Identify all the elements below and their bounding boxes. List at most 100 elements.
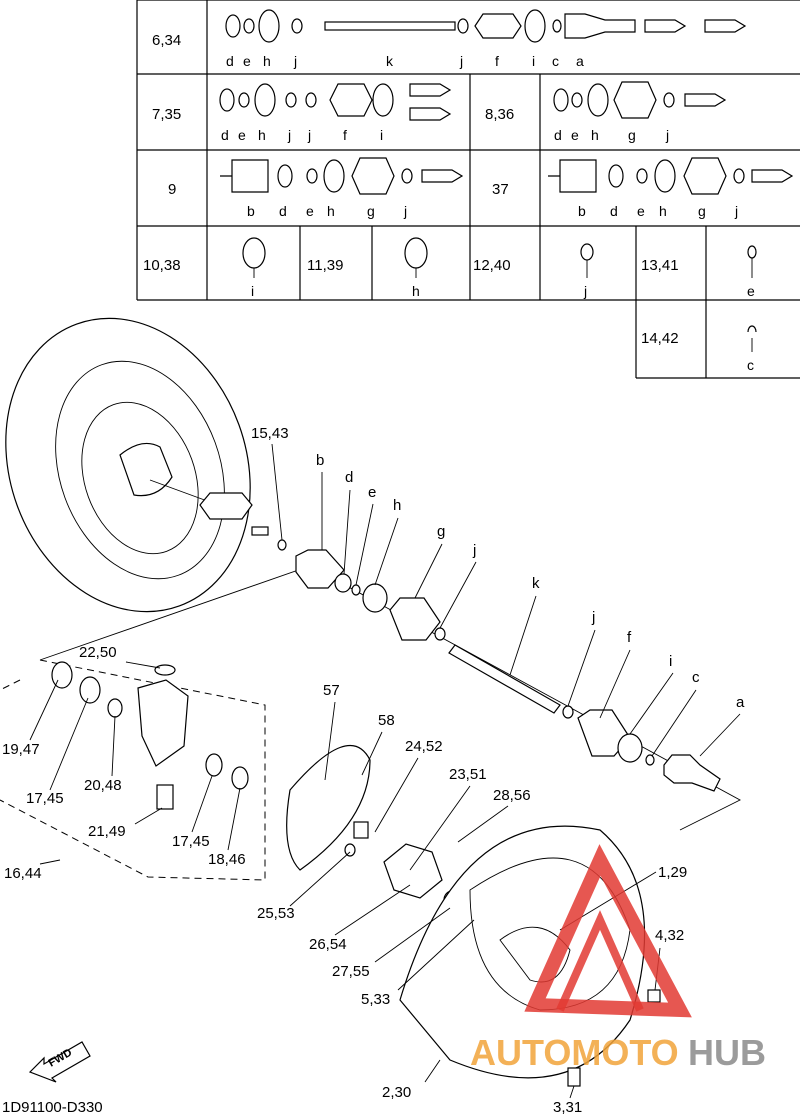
front-wheel-upper [5,317,269,613]
row-9-parts [220,157,464,195]
callout-h: h [393,497,401,514]
hub-callouts: 22,50 57 58 24,52 23,51 28,56 1,29 19,47… [2,644,687,1115]
row-7-35-letter: d [221,127,229,143]
callout-20-48: 20,48 [84,777,122,794]
callout-23-51: 23,51 [449,766,487,783]
row-13-41-letter: e [747,283,755,299]
set-label-14-42: 14,42 [641,330,679,347]
hub-brake-assembly [0,659,487,922]
row-37-letter: j [734,203,738,219]
row-11-39-letter: h [412,283,420,299]
callout-21-49: 21,49 [88,823,126,840]
set-label-7-35: 7,35 [152,106,181,123]
row-6-34-letter: i [532,53,535,69]
row-7-35-letter: e [238,127,246,143]
set-label-10-38: 10,38 [143,257,181,274]
row-6-34-parts [225,9,747,43]
row-9-letter: h [327,203,335,219]
row-8-36-letter: g [628,127,636,143]
row-6-34-letter: c [552,53,559,69]
callout-5-33: 5,33 [361,991,390,1008]
set-table: 6,34 7,35 8,36 9 37 10,38 11,39 12,40 13… [136,0,800,379]
row-6-34-letter: e [243,53,251,69]
diagram-code: 1D91100-D330 [2,1099,103,1115]
row-8-36-letter: j [665,127,669,143]
row-37-letter: e [637,203,645,219]
callout-a: a [736,694,745,711]
callout-k: k [532,575,540,592]
row-9-letter: d [279,203,287,219]
row-37-parts [548,157,794,195]
row-37-letter: b [578,203,586,219]
row-37-letter: d [610,203,618,219]
row-7-35-letter: h [258,127,266,143]
callout-f: f [627,629,632,646]
callout-28-56: 28,56 [493,787,531,804]
callout-b: b [316,452,324,469]
row-7-35-parts [219,83,452,121]
callout-e: e [368,484,376,501]
callout-1-29: 1,29 [658,864,687,881]
set-label-6-34: 6,34 [152,32,181,49]
axle-callouts: 15,43 b d e h g j k j f i c a [251,425,745,757]
callout-24-52: 24,52 [405,738,443,755]
callout-58: 58 [378,712,395,729]
row-6-34-letter: a [576,53,584,69]
callout-15-43: 15,43 [251,425,289,442]
callout-c: c [692,669,700,686]
row-7-35-letter: j [287,127,291,143]
row-8-36-letter: h [591,127,599,143]
callout-g: g [437,523,445,540]
callout-19-47: 19,47 [2,741,40,758]
row-7-35-letter: j [307,127,311,143]
row-37-letter: g [698,203,706,219]
row-37-letter: h [659,203,667,219]
callout-4-32: 4,32 [655,927,684,944]
callout-22-50: 22,50 [79,644,117,661]
set-label-11-39: 11,39 [307,257,343,274]
row-9-letter: b [247,203,255,219]
set-label-8-36: 8,36 [485,106,514,123]
row-6-34-letter: f [495,53,499,69]
callout-j: j [591,609,595,626]
row-6-34-letter: j [459,53,463,69]
callout-16-44: 16,44 [4,865,42,882]
fwd-arrow-icon: FWD [28,1041,91,1083]
callout-26-54: 26,54 [309,936,347,953]
set-label-9: 9 [168,181,176,198]
row-7-35-letter: f [343,127,347,143]
callout-27-55: 27,55 [332,963,370,980]
callout-2-30: 2,30 [382,1084,411,1101]
row-8-36-parts [553,81,727,119]
row-12-40-letter: j [583,283,587,299]
set-label-37: 37 [492,181,509,198]
row-6-34-letter: k [386,53,394,69]
row-6-34-letter: j [293,53,297,69]
callout-17-45: 17,45 [172,833,210,850]
callout-57: 57 [323,682,340,699]
drive-axle-exploded [39,539,741,831]
callout-j: j [472,542,476,559]
callout-3-31: 3,31 [553,1099,582,1115]
row-9-letter: e [306,203,314,219]
row-14-42-letter: c [747,357,754,373]
row-8-36-letter: e [571,127,579,143]
callout-i: i [669,653,672,670]
callout-25-53: 25,53 [257,905,295,922]
callout-17-45: 17,45 [26,790,64,807]
set-label-12-40: 12,40 [473,257,511,274]
row-6-34-letter: d [226,53,234,69]
row-9-letter: j [403,203,407,219]
row-9-letter: g [367,203,375,219]
row-6-34-letter: h [263,53,271,69]
row-8-36-letter: d [554,127,562,143]
row-10-38-letter: i [251,283,254,299]
watermark-brand-b: HUB [688,1032,766,1073]
automotohub-watermark: AUTOMOTO HUB [470,844,766,1073]
callout-18-46: 18,46 [208,851,246,868]
watermark-brand-a: AUTOMOTO [470,1032,679,1073]
callout-d: d [345,469,353,486]
set-label-13-41: 13,41 [641,257,679,274]
row-7-35-letter: i [380,127,383,143]
